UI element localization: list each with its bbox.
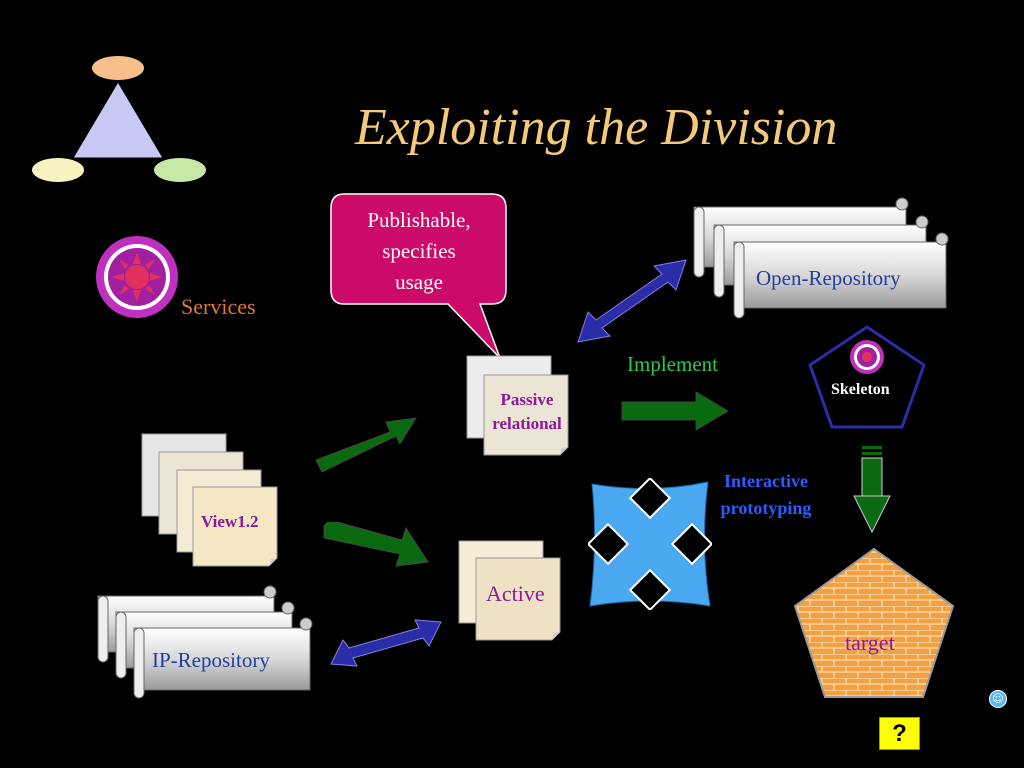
skeleton-label: Skeleton	[831, 381, 890, 398]
open-repository-label: Open-Repository	[756, 266, 901, 290]
services-icon	[96, 236, 178, 318]
arrow-to-active-icon	[323, 522, 429, 567]
ip-repository-scroll-stack	[97, 585, 313, 699]
arrow-to-passive-icon	[315, 417, 417, 473]
page-title: Exploiting the Division	[355, 99, 838, 156]
target-label: target	[845, 630, 895, 655]
active-label: Active	[486, 581, 545, 606]
implement-arrow-icon	[621, 391, 729, 431]
skeleton-pentagon	[808, 325, 926, 429]
interactive-label: Interactive prototyping	[720, 471, 812, 518]
services-label: Services	[181, 294, 256, 319]
open-repository-scroll-stack	[693, 197, 949, 319]
double-arrow-top-icon	[577, 259, 687, 343]
target-pentagon	[793, 547, 955, 698]
passive-label: Passive relational	[492, 390, 562, 433]
callout-bubble	[330, 193, 507, 359]
interactive-prototyping-icon	[588, 478, 712, 610]
ip-repository-label: IP-Repository	[152, 648, 270, 672]
implement-label: Implement	[627, 352, 718, 376]
smiley-button[interactable]: ☺	[989, 690, 1007, 708]
down-arrow-icon	[853, 446, 891, 534]
view-label: View1.2	[201, 512, 259, 531]
active-note-stack	[458, 540, 568, 644]
view-note-stack	[141, 432, 286, 572]
logo-triangle-icon	[32, 56, 206, 182]
callout-text: Publishable, specifies usage	[367, 208, 471, 294]
help-button[interactable]: ?	[879, 717, 920, 750]
passive-note-stack	[466, 355, 576, 459]
double-arrow-bottom-icon	[330, 619, 442, 667]
